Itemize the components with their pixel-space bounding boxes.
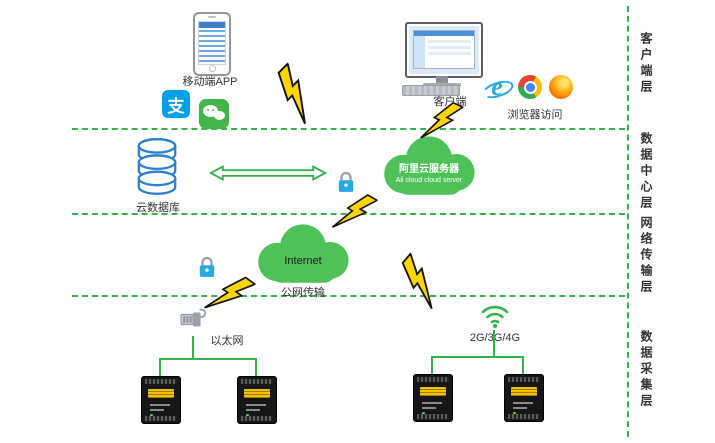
cloud-shape	[384, 136, 475, 195]
ie-ring	[480, 77, 516, 102]
browser-access-label: 浏览器访问	[507, 109, 563, 121]
keyboard-icon	[402, 85, 460, 96]
device1-drop-line	[159, 358, 161, 376]
ethernet-label: 以太网	[210, 335, 244, 347]
ali-cloud-label-cn: 阿里云服务器	[399, 164, 459, 175]
lightning-link-cloud-internet	[331, 193, 379, 228]
layer-divider-3	[72, 295, 625, 297]
smartphone-icon	[193, 12, 231, 76]
desktop-monitor-icon	[405, 22, 483, 78]
phone-screen	[198, 21, 226, 65]
alipay-glyph: 支	[167, 96, 185, 116]
ali-cloud-server-node: 阿里云服务器 Ali cloud cloud server	[363, 134, 495, 198]
lightning-link-client-cloud	[420, 101, 465, 139]
ali-cloud-label-en: Ali cloud cloud server	[395, 177, 463, 184]
wechat-icon	[199, 99, 229, 129]
monitor-app-window	[413, 30, 475, 69]
ethernet-plug-icon	[180, 308, 207, 327]
cellular-branch-line	[431, 356, 524, 358]
chrome-browser-icon	[518, 75, 542, 99]
layer-divider-1	[72, 128, 625, 130]
cloud-db-label: 云数据库	[136, 202, 180, 214]
layer-label-divider	[627, 6, 629, 437]
layer-label-collection-tier: 数据采集层	[639, 330, 653, 410]
internet-label: Internet	[284, 255, 322, 267]
device3-drop-line	[431, 356, 433, 374]
sync-double-arrow	[208, 164, 328, 182]
layer-label-datacenter-tier: 数据中心层	[639, 132, 653, 212]
phone-home-button	[209, 65, 216, 72]
security-lock-icon-datacenter	[338, 171, 354, 192]
alipay-icon: 支	[162, 90, 190, 118]
lightning-link-internet-cellular	[401, 251, 433, 310]
field-device-3	[413, 374, 453, 422]
security-lock-icon-network	[199, 256, 215, 277]
layer-label-client-tier: 客户端层	[639, 32, 653, 96]
monitor-screen	[409, 26, 479, 74]
monitor-stand	[436, 76, 448, 83]
cellular-drop-line	[493, 330, 495, 358]
field-device-1	[141, 376, 181, 424]
wifi-signal-icon	[481, 305, 509, 329]
lightning-link-internet-ethernet	[204, 276, 257, 309]
mobile-app-label: 移动端APP	[182, 76, 238, 88]
firefox-browser-icon	[549, 75, 573, 99]
wechat-bubble-small	[214, 111, 225, 120]
device4-drop-line	[522, 356, 524, 374]
phone-speaker	[208, 16, 216, 18]
ie-browser-icon: e	[480, 74, 516, 102]
ethernet-drop-line	[192, 336, 194, 360]
lightning-link-mobile-cloud	[277, 61, 306, 125]
field-device-2	[237, 376, 277, 424]
layer-label-network-tier: 网络传输层	[639, 216, 653, 296]
cellular-label: 2G/3G/4G	[458, 332, 532, 344]
ethernet-branch-line	[159, 358, 257, 360]
cloud-database-icon	[137, 138, 177, 195]
public-network-label: 公网传输	[281, 287, 325, 299]
cloud-shape	[258, 224, 349, 283]
internet-node: Internet	[243, 222, 363, 286]
field-device-4	[504, 374, 544, 422]
device2-drop-line	[255, 358, 257, 376]
